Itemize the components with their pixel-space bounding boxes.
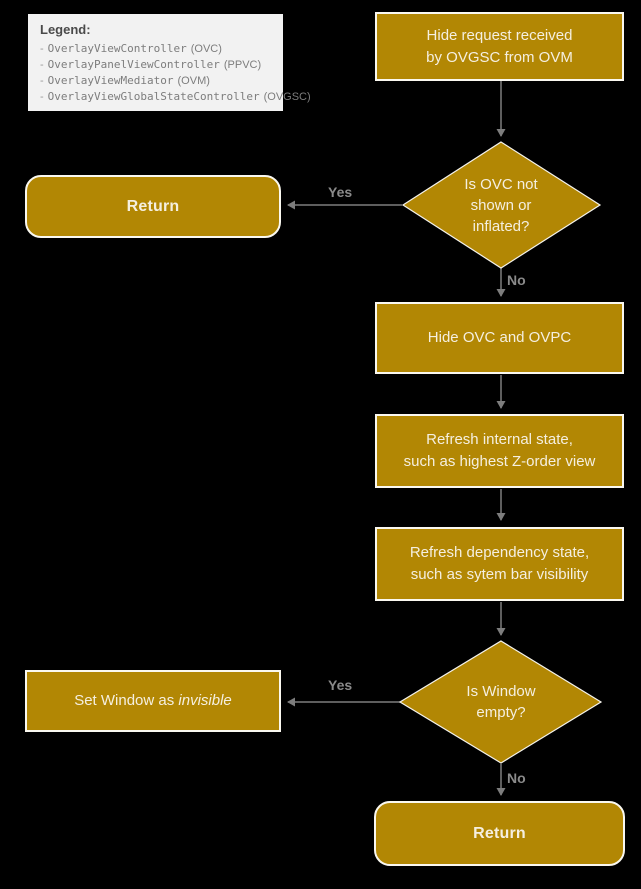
decision1-label: Is OVC not shown or inflated?	[421, 160, 581, 250]
legend-abbreviation: (OVGSC)	[263, 91, 311, 103]
node-text-line: Is OVC not	[464, 175, 538, 193]
legend-abbreviation: (PPVC)	[223, 59, 262, 71]
decision2-label: Is Window empty?	[421, 662, 581, 742]
legend-class-name: OverlayViewMediator	[47, 74, 174, 87]
set-window-italic-word: invisible	[178, 692, 232, 709]
legend-item-ovgsc: -OverlayViewGlobalStateController(OVGSC)	[40, 89, 311, 105]
set-window-prefix: Set Window as	[74, 692, 179, 709]
node-text-line: shown or	[470, 196, 532, 214]
legend-item-ovm: -OverlayViewMediator(OVM)	[40, 73, 271, 89]
node-text-line: such as sytem bar visibility	[410, 566, 589, 583]
bullet-dash: -	[40, 91, 44, 103]
edge-label-decision2-yes: Yes	[328, 677, 353, 693]
legend-title: Legend:	[40, 22, 91, 37]
legend-abbreviation: (OVC)	[190, 43, 222, 55]
node-text-line: inflated?	[472, 217, 530, 235]
node-text-line: Set Window as invisible	[74, 690, 232, 712]
legend-panel: Legend: -OverlayViewController(OVC) -Ove…	[28, 14, 311, 111]
legend-item-ppvc: -OverlayPanelViewController(PPVC)	[40, 57, 271, 73]
node-start-hide-request: Hide request received by OVGSC from OVM	[375, 12, 624, 81]
decision2-diamond	[398, 640, 603, 764]
legend-class-name: OverlayViewGlobalStateController	[47, 90, 260, 103]
node-text-line: by OVGSC from OVM	[426, 48, 573, 66]
edge-label-decision2-no: No	[507, 770, 526, 786]
node-refresh-dependency-state: Refresh dependency state, such as sytem …	[375, 527, 624, 601]
legend-item-ovc: -OverlayViewController(OVC)	[40, 41, 271, 57]
node-text-line: Refresh dependency state,	[409, 544, 590, 561]
node-text-line: Return	[126, 197, 180, 215]
node-hide-ovc-ovpc: Hide OVC and OVPC	[375, 302, 624, 374]
node-text-line: Refresh internal state,	[426, 431, 573, 448]
edge-label-decision1-no: No	[507, 272, 526, 288]
legend-class-name: OverlayPanelViewController	[47, 58, 220, 71]
node-text-line: Hide OVC and OVPC	[427, 329, 572, 346]
legend-abbreviation: (OVM)	[177, 75, 210, 87]
legend-class-name: OverlayViewController	[47, 42, 187, 55]
bullet-dash: -	[40, 75, 44, 87]
node-refresh-internal-state: Refresh internal state, such as highest …	[375, 414, 624, 488]
node-text-line: Is Window	[466, 683, 536, 700]
decision1-diamond	[401, 141, 602, 269]
node-text-line: Hide request received	[426, 26, 573, 44]
node-return-bottom: Return	[374, 801, 625, 866]
node-text-line: such as highest Z-order view	[403, 453, 596, 470]
bullet-dash: -	[40, 43, 44, 55]
bullet-dash: -	[40, 59, 44, 71]
node-set-window-invisible: Set Window as invisible	[25, 670, 281, 732]
node-text-line: empty?	[476, 704, 526, 721]
node-return-top: Return	[25, 175, 281, 238]
node-text-line: Return	[473, 824, 526, 842]
edge-label-decision1-yes: Yes	[328, 184, 353, 200]
